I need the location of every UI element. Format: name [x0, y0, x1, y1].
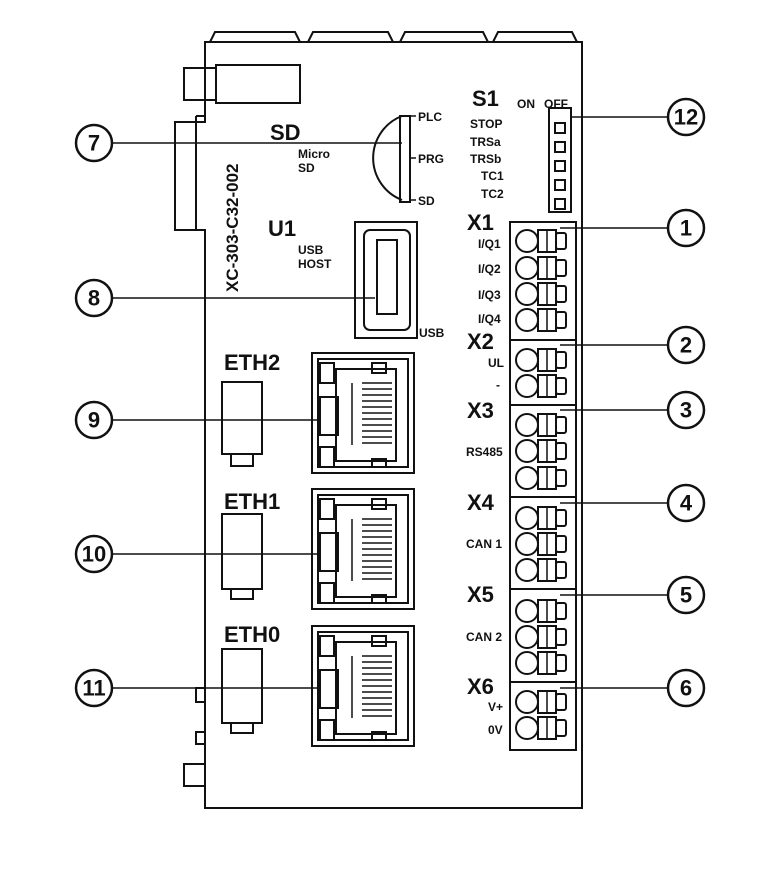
terminal-block — [509, 221, 577, 751]
u1-sub1: USB — [298, 243, 324, 257]
terminal-pin — [515, 413, 567, 437]
top-tab — [307, 31, 394, 43]
eth1-led — [221, 513, 263, 590]
callout-2: 2 — [680, 333, 692, 358]
eth2-label: ETH2 — [224, 350, 280, 375]
top-tab — [399, 31, 489, 43]
terminal-pin — [515, 506, 567, 530]
bottom-clip — [183, 763, 206, 787]
x4-pin: CAN 1 — [466, 537, 502, 551]
terminal-pin — [515, 256, 567, 280]
terminal-pin — [515, 374, 567, 398]
x3-label: X3 — [467, 398, 494, 423]
x2-label: X2 — [467, 329, 494, 354]
x1-pin: I/Q3 — [478, 288, 501, 302]
sd-sub1: Micro — [298, 147, 330, 161]
eth0-label: ETH0 — [224, 622, 280, 647]
sd-pos-sd: SD — [418, 194, 435, 208]
x6-pin: V+ — [488, 700, 503, 714]
u1-sub2: HOST — [298, 257, 332, 271]
terminal-pin — [515, 599, 567, 623]
top-tab — [492, 31, 578, 43]
terminal-pin — [515, 466, 567, 490]
s1-title: S1 — [472, 86, 499, 111]
usb-port-label: USB — [419, 326, 445, 340]
sd-pos-prg: PRG — [418, 152, 444, 166]
eth0-led — [221, 648, 263, 724]
callout-10: 10 — [82, 542, 106, 567]
terminal-pin — [515, 282, 567, 306]
callout-9: 9 — [88, 408, 100, 433]
x2-pin: - — [496, 378, 500, 392]
s1-pos: STOP — [470, 117, 502, 131]
callout-6: 6 — [680, 676, 692, 701]
s1-pos: TRSa — [470, 135, 501, 149]
usb-port — [354, 221, 418, 339]
s1-switch — [548, 107, 572, 213]
x1-pin: I/Q2 — [478, 262, 501, 276]
s1-pos: TRSb — [470, 152, 501, 166]
top-tab — [209, 31, 301, 43]
s1-on: ON — [517, 97, 535, 111]
x2-pin: UL — [488, 356, 504, 370]
terminal-pin — [515, 558, 567, 582]
sd-title: SD — [270, 120, 301, 145]
terminal-pin — [515, 308, 567, 332]
callout-11: 11 — [82, 676, 105, 701]
callout-3: 3 — [680, 398, 692, 423]
callout-8: 8 — [88, 286, 100, 311]
eth2-port — [311, 352, 415, 474]
model-label: XC-303-C32-002 — [223, 163, 242, 292]
s1-pos: TC2 — [481, 187, 504, 201]
terminal-pin — [515, 348, 567, 372]
callout-7: 7 — [88, 131, 100, 156]
u1-title: U1 — [268, 216, 296, 241]
x6-pin: 0V — [488, 723, 503, 737]
x6-label: X6 — [467, 674, 494, 699]
callout-5: 5 — [680, 583, 692, 608]
x4-label: X4 — [467, 490, 495, 515]
x5-pin: CAN 2 — [466, 630, 502, 644]
eth1-label: ETH1 — [224, 489, 280, 514]
s1-pos: TC1 — [481, 169, 504, 183]
top-clip — [215, 64, 301, 104]
terminal-pin — [515, 651, 567, 675]
callout-4: 4 — [680, 491, 693, 516]
sd-pos-plc: PLC — [418, 110, 442, 124]
callout-1: 1 — [680, 216, 692, 241]
terminal-pin — [515, 439, 567, 463]
sd-sub2: SD — [298, 161, 315, 175]
terminal-pin — [515, 625, 567, 649]
terminal-pin — [515, 532, 567, 556]
eth1-port — [311, 488, 415, 610]
sd-slot — [372, 115, 403, 201]
eth0-port — [311, 625, 415, 747]
x1-pin: I/Q1 — [478, 237, 501, 251]
s1-off: OFF — [544, 97, 568, 111]
x1-pin: I/Q4 — [478, 312, 501, 326]
x1-label: X1 — [467, 210, 494, 235]
terminal-pin — [515, 690, 567, 714]
terminal-pin — [515, 716, 567, 740]
callout-12: 12 — [674, 105, 698, 130]
eth2-led — [221, 381, 263, 455]
x3-pin: RS485 — [466, 445, 503, 459]
terminal-pin — [515, 229, 567, 253]
x5-label: X5 — [467, 582, 494, 607]
